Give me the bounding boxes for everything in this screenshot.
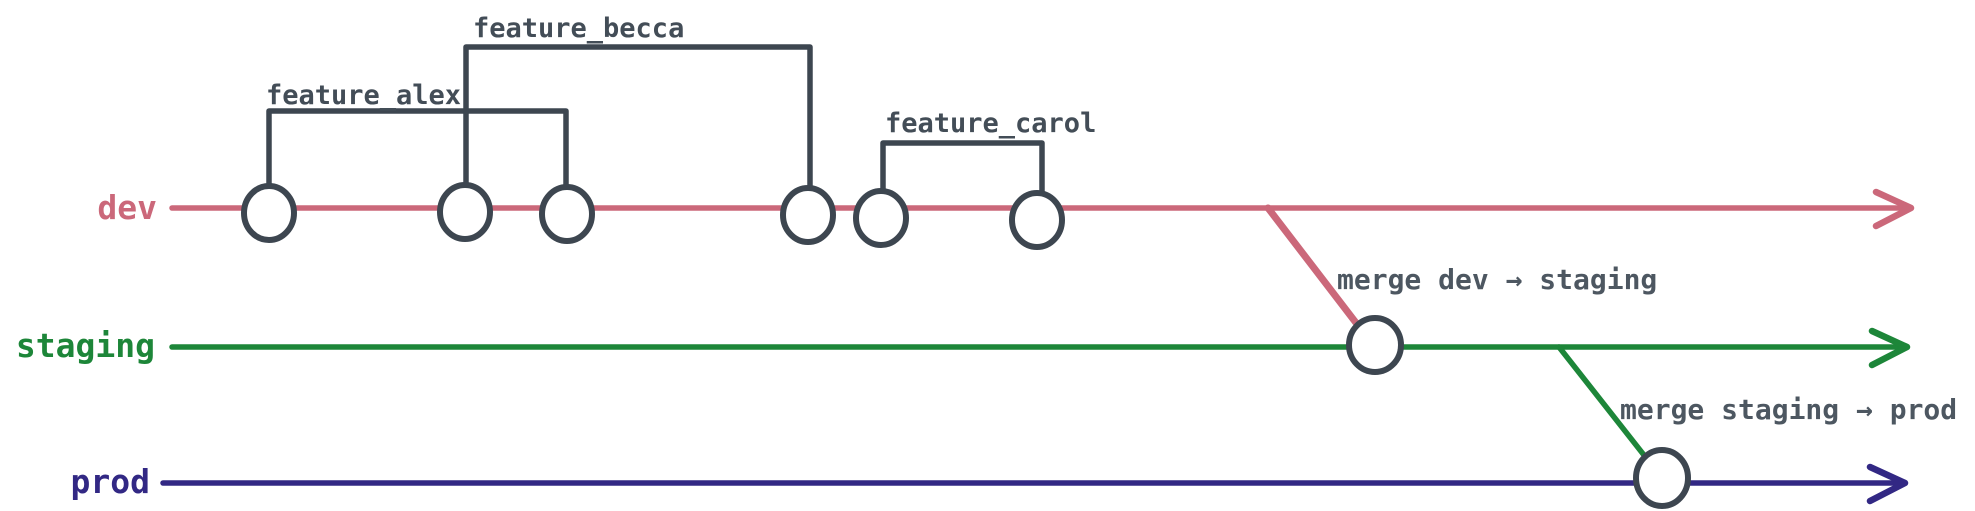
- feature-becca-bracket: [463, 44, 813, 204]
- branch-label-dev: dev: [97, 188, 157, 227]
- prod-arrowhead-icon: [1866, 463, 1909, 505]
- staging-arrowhead-icon: [1868, 327, 1911, 369]
- feature-label-becca: feature_becca: [473, 13, 684, 44]
- commit-node: [780, 185, 836, 245]
- dev-arrowhead-icon: [1872, 188, 1915, 230]
- feature-carol-bracket: [880, 140, 1045, 205]
- merge-commit-node-staging: [1346, 315, 1404, 375]
- feature-alex-bracket: [266, 108, 569, 203]
- merge-commit-node-prod: [1633, 447, 1691, 509]
- branch-label-staging: staging: [16, 326, 155, 365]
- commit-node: [539, 184, 595, 244]
- commit-node: [437, 182, 493, 242]
- commit-node: [1009, 190, 1065, 250]
- branch-staging-lane: [169, 327, 1911, 369]
- feature-label-carol: feature_carol: [885, 108, 1096, 139]
- commit-node: [241, 183, 297, 243]
- feature-label-alex: feature_alex: [266, 80, 461, 111]
- commit-node: [853, 188, 909, 248]
- branch-prod-lane: [160, 463, 1909, 505]
- branch-label-prod: prod: [71, 462, 150, 501]
- merge-dev-to-staging-line: [1264, 204, 1377, 349]
- merge-label-dev-staging: merge dev → staging: [1337, 263, 1657, 296]
- merge-label-staging-prod: merge staging → prod: [1620, 393, 1957, 426]
